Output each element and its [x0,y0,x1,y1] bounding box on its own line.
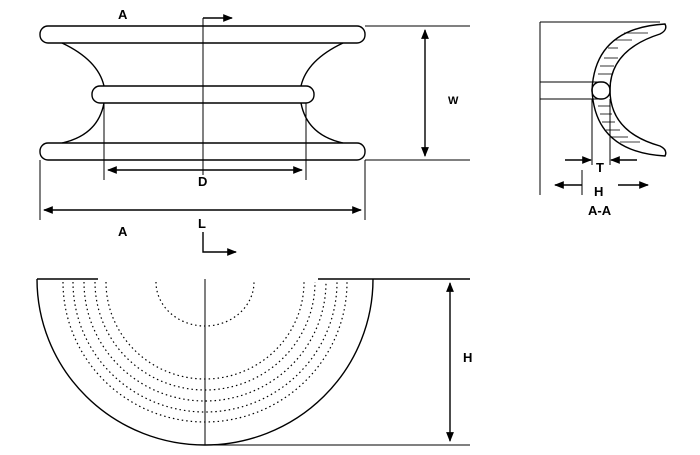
crescent-profile [591,23,667,157]
dotted-arc-3 [83,281,327,402]
label-dim-l: L [198,216,206,231]
section-hub [591,81,611,100]
label-dim-t: T [596,160,604,175]
label-section-caption: A-A [588,203,612,218]
label-dim-h-section: H [594,184,603,199]
label-dim-w: W [448,95,459,107]
section-arrow-bottom [202,232,237,256]
hatching [598,32,648,143]
side-view: H [36,278,472,446]
label-dim-d: D [198,174,207,189]
label-section-top: A [118,7,128,22]
label-section-bottom: A [118,224,128,239]
dotted-arc-inner [155,281,255,327]
dotted-arc-1 [62,281,348,423]
dotted-arc-4 [94,281,316,391]
section-view: T H A-A [539,21,667,218]
dotted-arc-5 [105,281,305,380]
left-concave-side [61,42,105,144]
front-view: A W D L A [39,7,470,256]
right-concave-side [300,42,344,144]
label-dim-h-side: H [463,350,472,365]
